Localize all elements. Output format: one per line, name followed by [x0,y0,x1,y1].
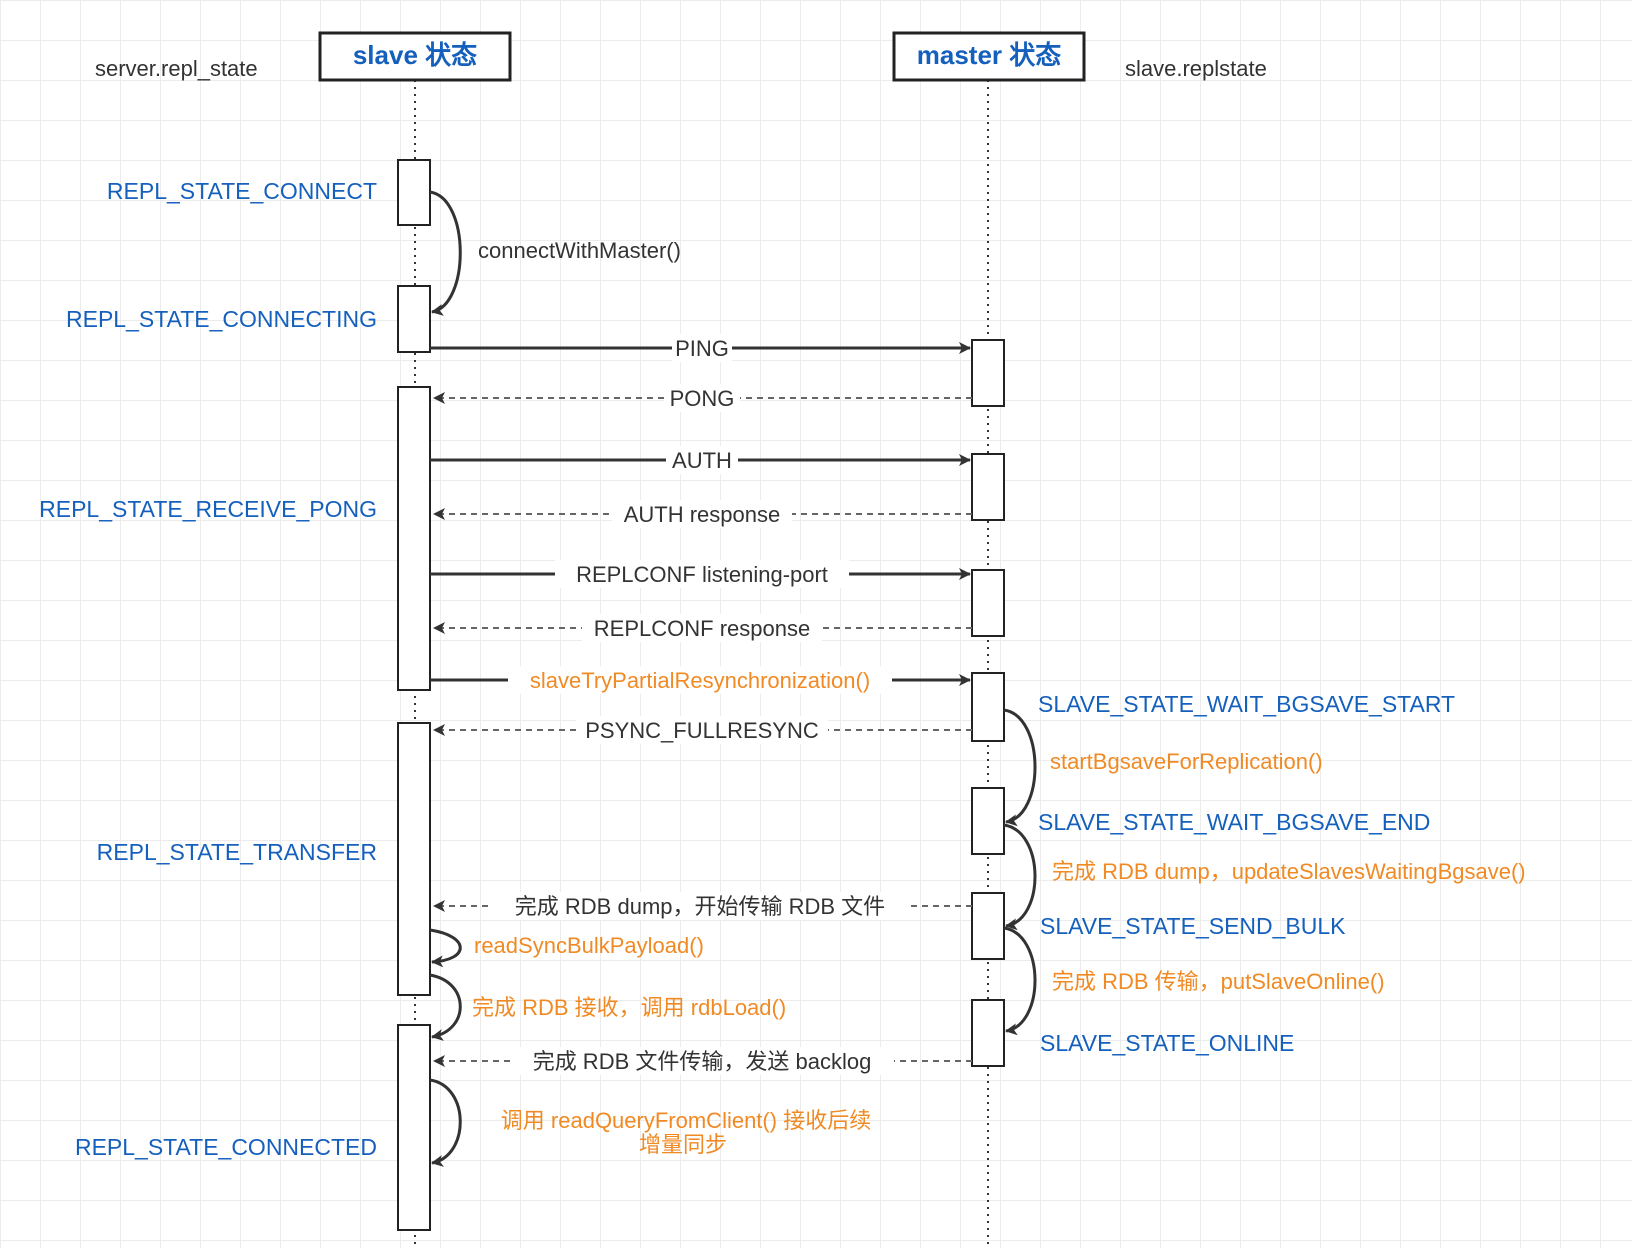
master-title: master 状态 [917,40,1062,70]
msg-auth-label: AUTH [672,448,732,473]
master-state-online: SLAVE_STATE_ONLINE [1040,1030,1294,1056]
master-activation-replconf [971,569,1005,637]
slave-activation-connected [397,1024,431,1231]
master-state-wait-bgsave-end: SLAVE_STATE_WAIT_BGSAVE_END [1038,809,1430,835]
msg-fullresync-label: PSYNC_FULLRESYNC [585,718,819,743]
msg-backlog-label: 完成 RDB 文件传输，发送 backlog [533,1049,872,1074]
self-call-arrow-rdbload [429,973,462,1041]
msg-ping-label: PING [675,336,729,361]
master-participant: master 状态 [892,31,1086,82]
self-call-arrow-bgsave-end [1003,823,1037,931]
self-call-arrow-send-bulk [1003,926,1037,1036]
self-call-read-sync-bulk-payload: readSyncBulkPayload() [474,933,704,958]
master-activation-send-bulk [971,892,1005,960]
self-call-arrow-read-bulk [429,928,462,968]
slave-activation-connect [397,159,431,226]
msg-auth-response-label: AUTH response [624,502,781,527]
master-state-wait-bgsave-start: SLAVE_STATE_WAIT_BGSAVE_START [1038,691,1455,717]
self-call-rdbload: 完成 RDB 接收，调用 rdbLoad() [472,995,786,1020]
self-call-connect-with-master: connectWithMaster() [478,238,681,263]
slave-state-transfer: REPL_STATE_TRANSFER [97,839,377,865]
slave-participant: slave 状态 [318,31,512,82]
self-call-arrow-bgsave-start [1003,708,1037,827]
msg-replconf-response-label: REPLCONF response [594,616,810,641]
self-call-arrow-readquery [429,1078,462,1167]
master-activation-bgsave [971,787,1005,855]
master-state-field: slave.replstate [1125,56,1267,81]
slave-title: slave 状态 [353,40,477,70]
msg-pong-label: PONG [670,386,735,411]
slave-activation-receive-pong [397,386,431,691]
slave-activation-transfer [397,722,431,996]
slave-state-connecting: REPL_STATE_CONNECTING [66,306,377,332]
self-call-update-slaves-waiting: 完成 RDB dump，updateSlavesWaitingBgsave() [1052,859,1526,884]
slave-state-receive-pong: REPL_STATE_RECEIVE_PONG [39,496,377,522]
master-activation-auth [971,453,1005,521]
self-call-arrow-connect [429,190,462,316]
self-call-incremental-sync: 增量同步 [639,1132,727,1157]
msg-replconf-port-label: REPLCONF listening-port [576,562,828,587]
slave-state-connected: REPL_STATE_CONNECTED [75,1134,377,1160]
master-activation-ping [971,339,1005,407]
slave-state-connect: REPL_STATE_CONNECT [107,178,377,204]
self-call-start-bgsave: startBgsaveForReplication() [1050,749,1323,774]
slave-activation-connecting [397,285,431,353]
msg-psync-request-label: slaveTryPartialResynchronization() [530,668,870,693]
self-call-read-query: 调用 readQueryFromClient() 接收后续 [501,1108,871,1133]
master-activation-online [971,999,1005,1067]
slave-state-field: server.repl_state [95,56,258,81]
master-state-send-bulk: SLAVE_STATE_SEND_BULK [1040,913,1346,939]
self-call-put-slave-online: 完成 RDB 传输，putSlaveOnline() [1052,969,1385,994]
master-activation-psync [971,672,1005,742]
msg-rdb-transfer-label: 完成 RDB dump，开始传输 RDB 文件 [515,894,885,919]
